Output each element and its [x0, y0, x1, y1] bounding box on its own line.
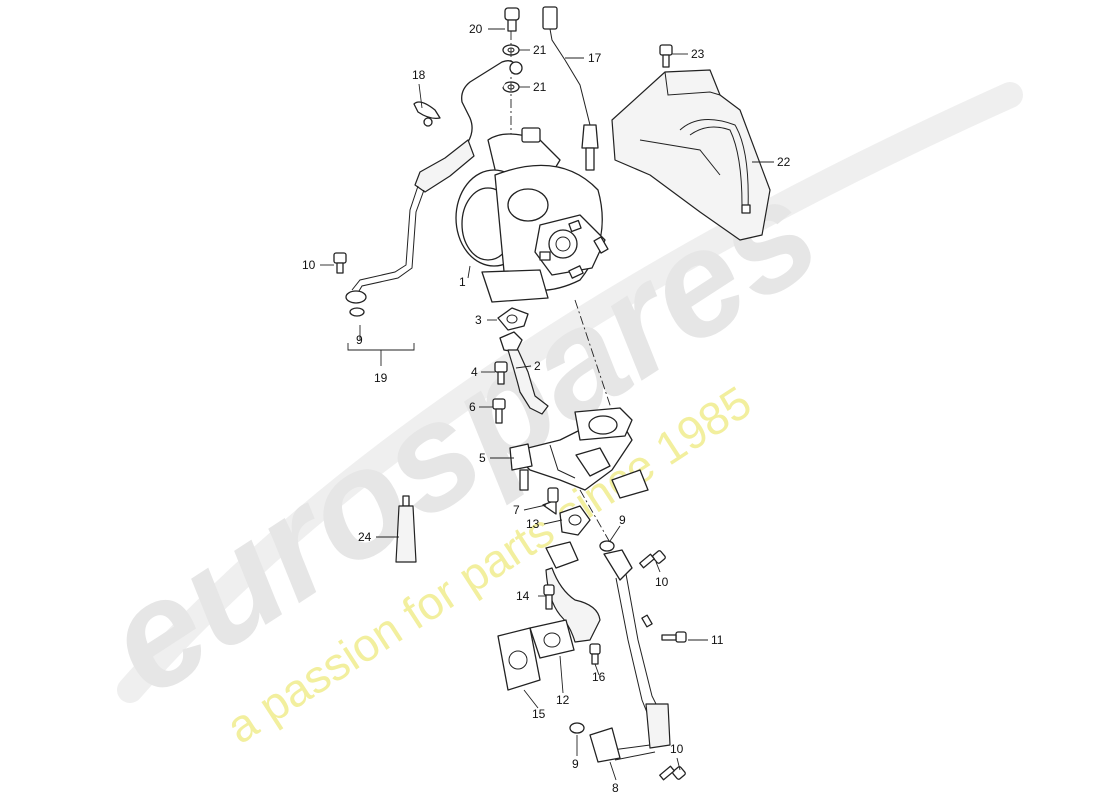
- callout-10-upper[interactable]: 10: [302, 258, 316, 272]
- bolt-10-right: [639, 550, 666, 569]
- callout-10-bottom[interactable]: 10: [670, 742, 684, 756]
- pipe-12: [529, 541, 601, 659]
- callout-9-left[interactable]: 9: [356, 333, 363, 347]
- oxygen-sensor-17: [542, 6, 599, 171]
- leader-lines: [320, 28, 774, 781]
- bolt-20: [504, 7, 520, 32]
- parts: [333, 6, 771, 781]
- callout-labels: 20 21 21 17 18 23 22 10 1 9 19 3 2 4 6 5…: [302, 22, 791, 795]
- callout-23[interactable]: 23: [691, 47, 705, 61]
- bolt-23: [659, 44, 673, 68]
- callout-17[interactable]: 17: [588, 51, 602, 65]
- washer-9-right: [599, 540, 615, 552]
- pipe-8: [589, 549, 671, 763]
- callout-6[interactable]: 6: [469, 400, 476, 414]
- bolt-6: [492, 398, 506, 424]
- callout-13[interactable]: 13: [526, 517, 540, 531]
- turbocharger-1: [455, 127, 609, 303]
- callout-12[interactable]: 12: [556, 693, 570, 707]
- heat-shield-22: [611, 69, 771, 241]
- callout-5[interactable]: 5: [479, 451, 486, 465]
- callout-14[interactable]: 14: [516, 589, 530, 603]
- callout-16[interactable]: 16: [592, 670, 606, 684]
- callout-21-upper[interactable]: 21: [533, 43, 547, 57]
- callout-4[interactable]: 4: [471, 365, 478, 379]
- washer-9-left: [349, 307, 365, 317]
- callout-18[interactable]: 18: [412, 68, 426, 82]
- callout-9-right[interactable]: 9: [619, 513, 626, 527]
- bolt-7: [542, 487, 559, 515]
- callout-15[interactable]: 15: [532, 707, 546, 721]
- callout-2[interactable]: 2: [534, 359, 541, 373]
- callout-1[interactable]: 1: [459, 275, 466, 289]
- bolt-16: [589, 643, 601, 665]
- gasket-3: [497, 307, 529, 331]
- bolt-10-upper: [333, 252, 347, 274]
- callout-20[interactable]: 20: [469, 22, 483, 36]
- callout-3[interactable]: 3: [475, 313, 482, 327]
- clip-18: [413, 101, 441, 127]
- callout-10-right[interactable]: 10: [655, 575, 669, 589]
- callout-19[interactable]: 19: [374, 371, 388, 385]
- callout-11[interactable]: 11: [711, 633, 724, 647]
- callout-9-bottom[interactable]: 9: [572, 757, 579, 771]
- oil-line-19: [345, 60, 523, 304]
- sealant-tube-24: [395, 495, 417, 563]
- bolt-11: [641, 614, 687, 643]
- callout-21-lower[interactable]: 21: [533, 80, 547, 94]
- callout-22[interactable]: 22: [777, 155, 791, 169]
- callout-24[interactable]: 24: [358, 530, 372, 544]
- bolt-4: [494, 361, 508, 385]
- gasket-15: [497, 627, 541, 691]
- washer-9-lower: [569, 722, 585, 734]
- pipe-2: [499, 331, 549, 415]
- bolt-10-bottom: [659, 765, 686, 781]
- callout-7[interactable]: 7: [513, 503, 520, 517]
- bolt-14: [543, 584, 555, 610]
- callout-8[interactable]: 8: [612, 781, 619, 795]
- bracket-5: [509, 407, 649, 499]
- gasket-13: [559, 505, 591, 536]
